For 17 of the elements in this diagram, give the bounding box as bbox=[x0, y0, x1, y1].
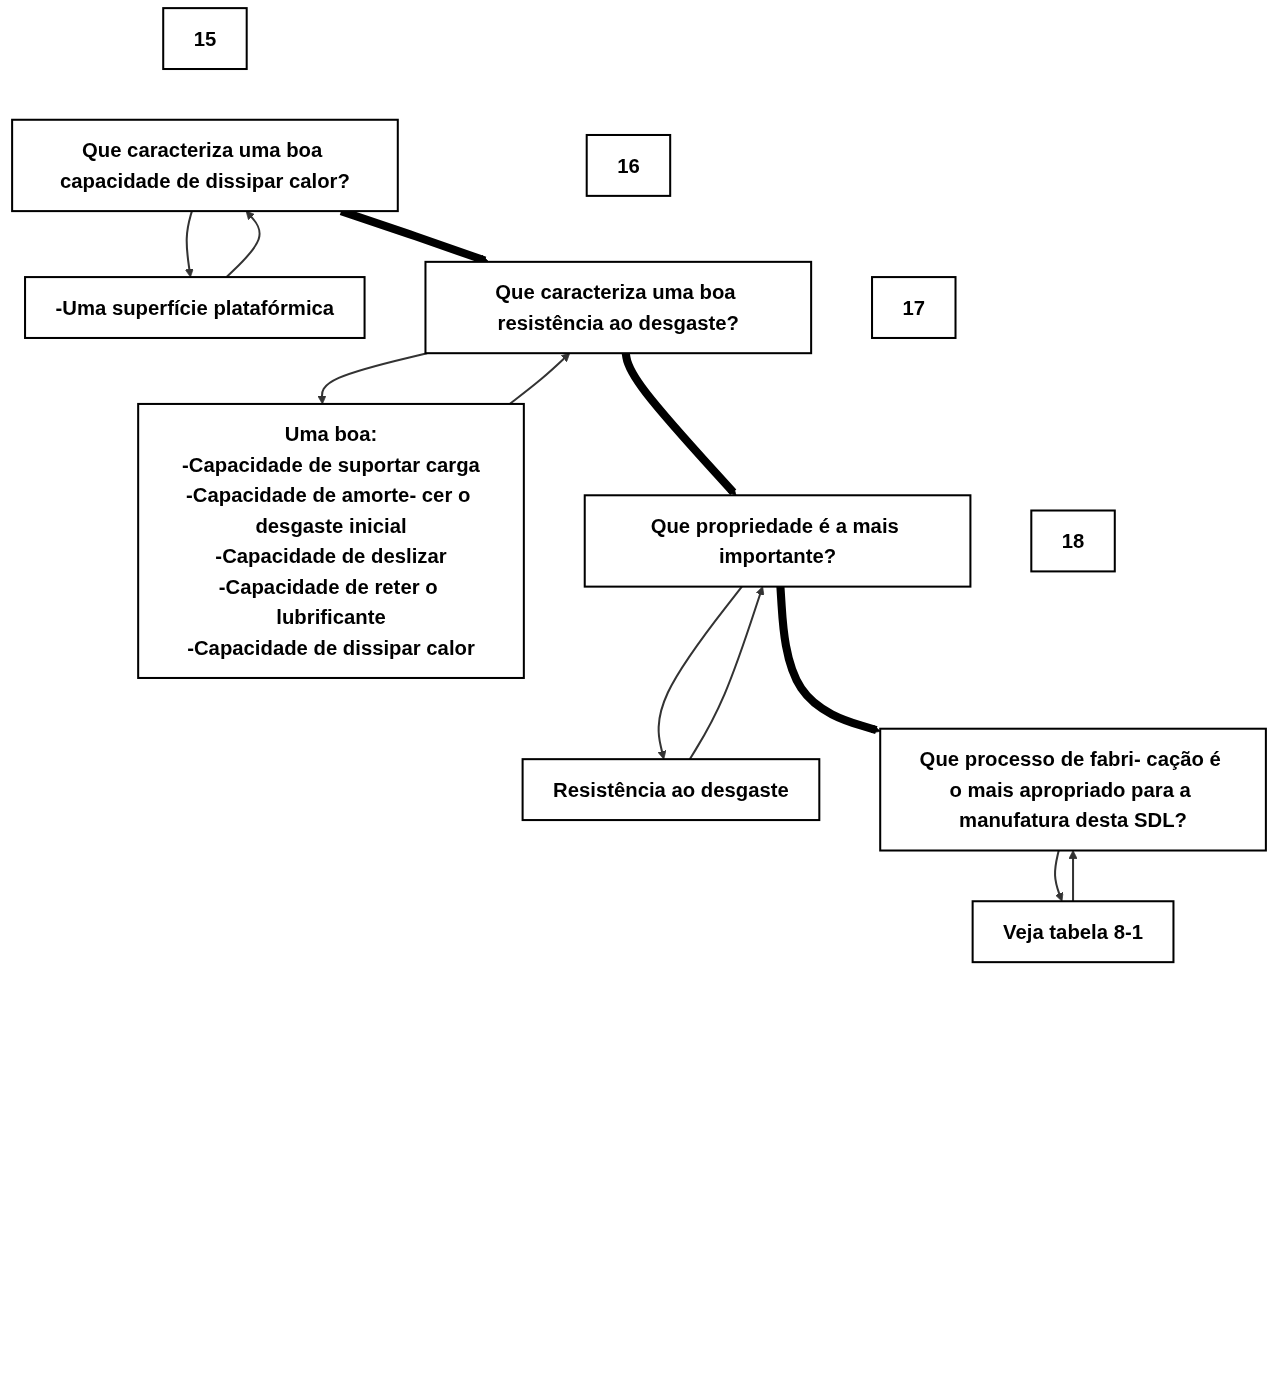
arrow bbox=[1068, 850, 1078, 902]
node-box: Que processo de fabri- cação é o mais apropriado para a manufatura desta SDL? bbox=[879, 727, 1267, 852]
node-box: Que caracteriza uma boa capacidade de dissipar calor? bbox=[11, 118, 399, 213]
node-box: -Uma superfície platafórmica bbox=[24, 276, 366, 339]
node-box: Uma boa: -Capacidade de suportar carga -Capacidade de amorte- cer o desgaste inicial -Capacidade de deslizar -Capacidade de reter o lubrificante -Capacidade de dissipar calor bbox=[137, 402, 525, 679]
arrow bbox=[657, 586, 743, 760]
node-box: Veja tabela 8-1 bbox=[971, 900, 1175, 964]
arrow bbox=[1054, 850, 1064, 902]
node-box: Resistência ao desgaste bbox=[521, 758, 821, 822]
arrow bbox=[688, 586, 765, 760]
node-box: 16 bbox=[585, 133, 672, 197]
node-box: 17 bbox=[871, 276, 957, 339]
arrow bbox=[776, 586, 881, 734]
node-box: Que caracteriza uma boa resistência ao desgaste? bbox=[424, 260, 813, 355]
node-box: Que propriedade é a mais importante? bbox=[583, 494, 972, 588]
node-box: 15 bbox=[162, 7, 248, 71]
node-box: 18 bbox=[1030, 509, 1116, 573]
